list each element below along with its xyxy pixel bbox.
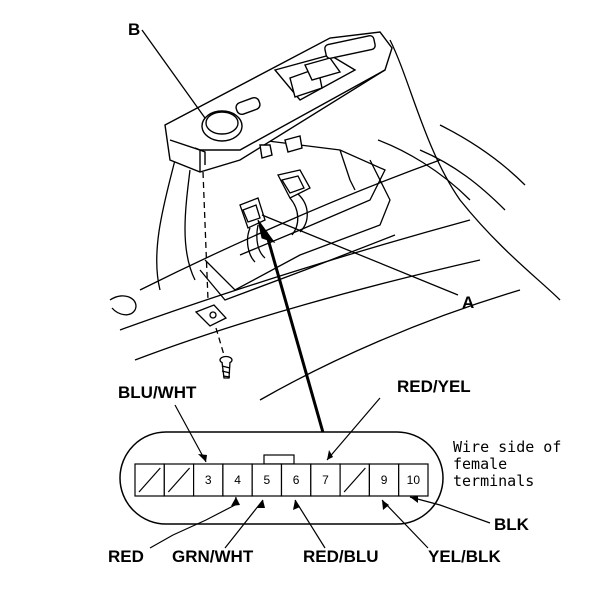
- wire-leader-arrowheads: [198, 450, 418, 510]
- harness-connectors: [239, 169, 311, 263]
- terminal-number: 6: [293, 473, 300, 487]
- terminal-cavities: 3 4 5 6 7 9 10: [134, 463, 429, 497]
- connector-detail: 3 4 5 6 7 9 10: [119, 431, 444, 525]
- connector-lock-tab: [263, 454, 295, 465]
- callout-a: A: [462, 293, 474, 312]
- note-line-3: terminals: [453, 472, 534, 490]
- unused-terminal-slash: [343, 467, 366, 493]
- label-red: RED: [108, 547, 144, 566]
- mounting-clip-and-screw: [194, 171, 233, 379]
- label-yel-blk: YEL/BLK: [428, 547, 501, 566]
- terminal-cavity: [310, 463, 341, 497]
- label-red-blu: RED/BLU: [303, 547, 379, 566]
- callout-b: B: [128, 20, 140, 39]
- wire-leaders: [149, 397, 491, 549]
- label-red-yel: RED/YEL: [397, 377, 471, 396]
- label-blu-wht: BLU/WHT: [118, 383, 197, 402]
- unused-terminal-slash: [167, 467, 191, 493]
- unused-terminal-slash: [138, 467, 161, 493]
- label-blk: BLK: [494, 515, 530, 534]
- terminal-number: 7: [322, 473, 329, 487]
- label-grn-wht: GRN/WHT: [172, 547, 254, 566]
- door-panel-drawing: [109, 39, 561, 401]
- terminal-number: 4: [234, 473, 241, 487]
- callout-leaders: [141, 29, 459, 296]
- terminal-number: 9: [381, 473, 388, 487]
- terminal-cavity: [280, 463, 312, 497]
- power-window-switch: [164, 31, 393, 173]
- terminal-cavity: [398, 463, 429, 497]
- terminal-cavity: [251, 463, 283, 497]
- terminal-cavity: [222, 463, 253, 497]
- note-line-1: Wire side of: [453, 438, 561, 456]
- terminal-number: 10: [407, 473, 421, 487]
- zoom-arrow: [257, 219, 326, 437]
- terminal-number: 5: [264, 473, 271, 487]
- terminal-number: 3: [205, 473, 212, 487]
- note-line-2: female: [453, 455, 507, 473]
